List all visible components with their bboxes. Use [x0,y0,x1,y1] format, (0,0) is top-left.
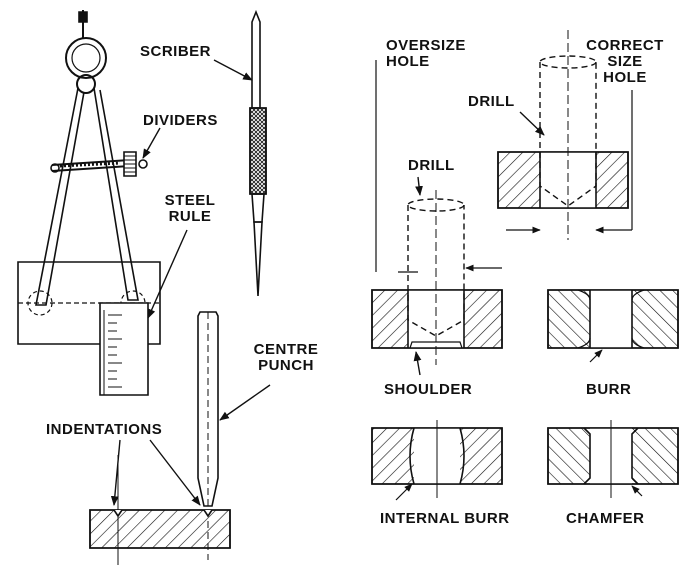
label-burr: BURR [586,381,632,398]
internal-burr-section [372,420,502,500]
steel-rule [100,303,148,395]
label-dividers: DIVIDERS [143,112,218,129]
label-steel-rule-line2: RULE [168,208,212,225]
label-correct-size-hole-line2: SIZE [607,53,643,70]
label-centre-punch-line1: CENTRE [253,341,319,358]
label-oversize-hole: OVERSIZE HOLE [386,38,466,70]
correct-size-hole-section [498,30,632,240]
label-drill-top: DRILL [468,93,515,110]
label-oversize-hole-line2: HOLE [386,53,430,70]
label-centre-punch: CENTRE PUNCH [246,342,326,374]
dividers-tool [36,10,147,305]
chamfer-section [548,420,678,498]
label-steel-rule-line1: STEEL [164,192,216,209]
leader-lines [110,60,545,506]
oversize-hole-section [372,60,502,365]
scriber-tool [250,12,266,296]
label-chamfer: CHAMFER [566,510,645,527]
label-scriber: SCRIBER [140,43,212,60]
label-indentations: INDENTATIONS [46,421,163,438]
label-steel-rule: STEEL RULE [160,193,220,225]
label-oversize-hole-line1: OVERSIZE [386,37,466,54]
burr-section [548,290,678,362]
label-drill-left: DRILL [408,157,455,174]
indented-bar [90,455,230,565]
label-centre-punch-line2: PUNCH [258,357,314,374]
label-internal-burr: INTERNAL BURR [380,510,510,527]
label-correct-size-hole: CORRECT SIZE HOLE [582,38,668,86]
centre-punch-tool [198,312,218,560]
label-correct-size-hole-line1: CORRECT [586,37,664,54]
label-correct-size-hole-line3: HOLE [603,69,647,86]
label-shoulder: SHOULDER [384,381,473,398]
